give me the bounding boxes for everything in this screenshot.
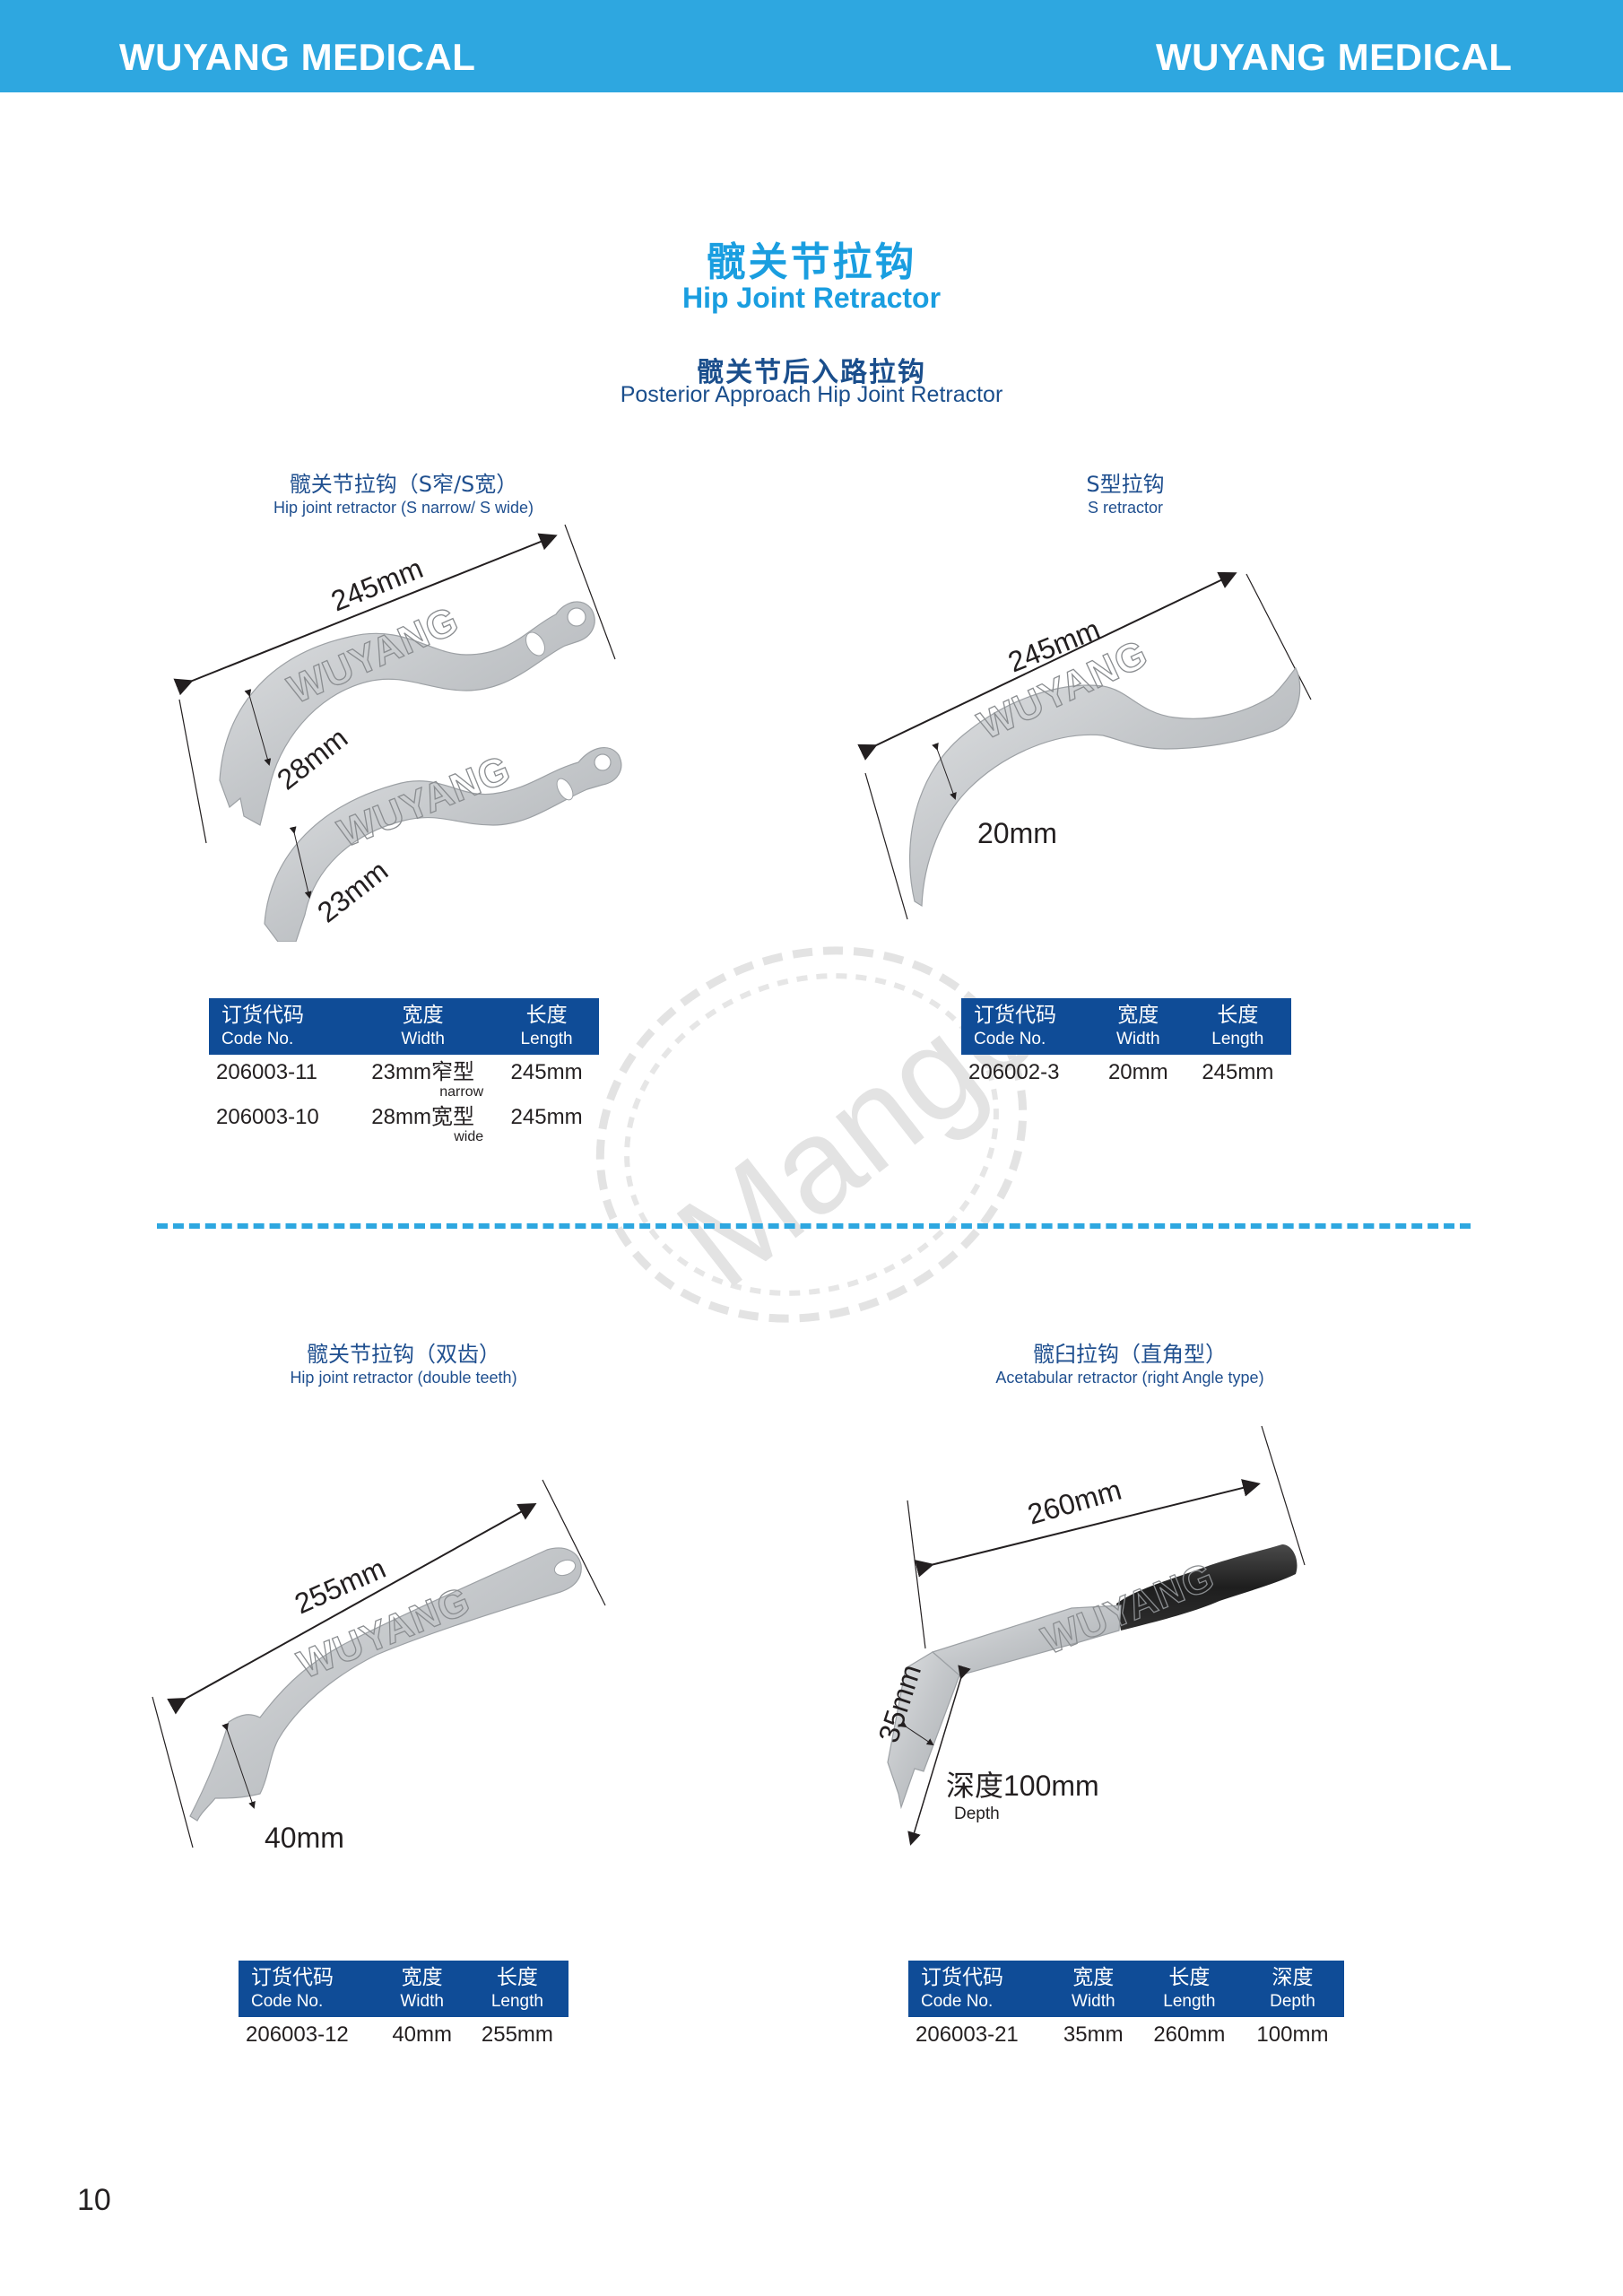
- product-name-cn: S型拉钩: [1086, 472, 1165, 497]
- product-name-cn: 髋关节拉钩（双齿）: [307, 1342, 500, 1367]
- width-label: 40mm: [265, 1822, 344, 1854]
- page-title-cn: 髋关节拉钩: [706, 239, 917, 285]
- width-label: 20mm: [977, 817, 1057, 849]
- product-name-en: Acetabular retractor (right Angle type): [995, 1369, 1264, 1387]
- figure-acetabular-retractor: WUYANG 260mm 35mm 深度100mm Depth: [852, 1408, 1408, 1857]
- length-label: 255mm: [290, 1552, 390, 1620]
- table-row: 206003-21 35mm 260mm 100mm: [916, 2022, 1329, 2047]
- product-name-en: S retractor: [1087, 499, 1164, 517]
- brand-left: WUYANG MEDICAL: [119, 36, 476, 78]
- figure-double-teeth-retractor: WUYANG 255mm 40mm: [143, 1453, 735, 1857]
- brand-right: WUYANG MEDICAL: [1156, 36, 1513, 78]
- table-row: 206003-12 40mm 255mm: [246, 2022, 553, 2047]
- product-name-en: Hip joint retractor (double teeth): [290, 1369, 517, 1387]
- section-divider: [157, 1223, 1471, 1229]
- product-name-cn: 髋臼拉钩（直角型）: [1033, 1342, 1227, 1367]
- product-name-cn: 髋关节拉钩（S窄/S宽）: [289, 472, 518, 497]
- page-number: 10: [77, 2183, 111, 2217]
- product-label-double-teeth: 髋关节拉钩（双齿） Hip joint retractor (double te…: [242, 1341, 565, 1387]
- section-subtitle-en: Posterior Approach Hip Joint Retractor: [620, 382, 1003, 407]
- product-label-acetabular: 髋臼拉钩（直角型） Acetabular retractor (right An…: [950, 1341, 1309, 1387]
- figure-hip-retractor-s: WUYANG WUYANG 245mm 28mm 23mm: [170, 511, 798, 942]
- section-subtitle-cn: 髋关节后入路拉钩: [697, 357, 926, 388]
- table-row: 206002-3 20mm 245mm: [968, 1060, 1274, 1084]
- depth-label-en: Depth: [954, 1805, 1000, 1823]
- product-label-s-retractor: S型拉钩 S retractor: [1013, 471, 1237, 517]
- header-bar: WUYANG MEDICAL WUYANG MEDICAL: [0, 0, 1623, 92]
- figure-s-retractor: WUYANG 245mm 20mm: [852, 538, 1435, 933]
- product-name-en: Hip joint retractor (S narrow/ S wide): [273, 499, 534, 517]
- length-label: 260mm: [1024, 1474, 1124, 1531]
- product-label-s-narrow-wide: 髋关节拉钩（S窄/S宽） Hip joint retractor (S narr…: [224, 471, 583, 517]
- page-title-en: Hip Joint Retractor: [681, 282, 942, 314]
- depth-label: 深度100mm: [946, 1770, 1099, 1802]
